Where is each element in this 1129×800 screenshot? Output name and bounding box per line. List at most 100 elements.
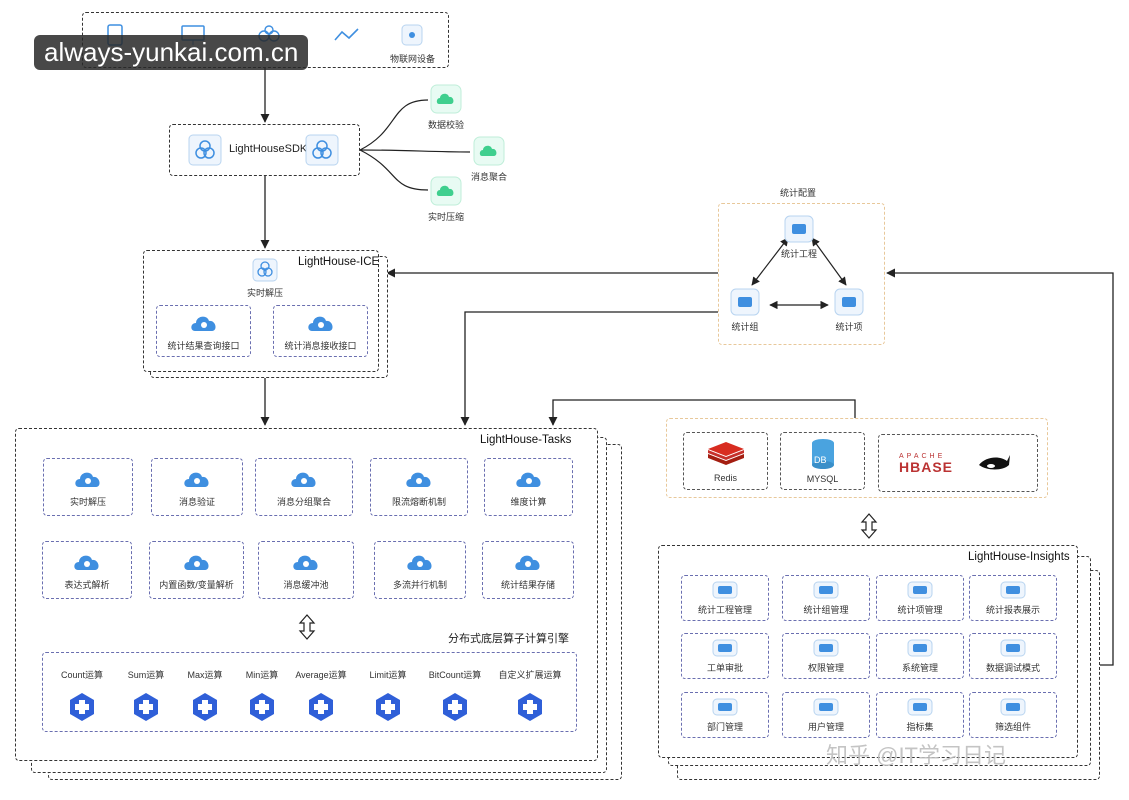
gear-cloud-icon [184,472,209,487]
task-label: 实时解压 [69,496,106,507]
gear-cloud-icon [307,316,333,331]
config-project: 统计工程 [772,215,826,260]
operator-label: Max运算 [187,670,223,680]
bidirectional-arrow-icon [298,614,316,640]
feature-aggregate: 消息聚合 [463,136,515,183]
gear-cloud-icon [291,472,316,487]
task-card: 消息验证 [151,458,243,516]
db-icon-text: DB [814,455,827,465]
storage-mysql: DB MYSQL [780,432,865,490]
task-label: 消息缓冲池 [283,579,329,590]
task-card: 多流并行机制 [374,541,466,599]
server-icon [907,581,933,598]
insights-card[interactable]: 系统管理 [876,633,964,679]
server-icon [712,639,738,656]
config-title: 统计配置 [780,188,817,198]
server-icon [813,581,839,598]
operator-label: BitCount运算 [428,670,482,680]
server-icon [907,639,933,656]
task-card: 内置函数/变量解析 [149,541,244,599]
redis-label: Redis [713,473,737,483]
leaf-cloud-icon [473,136,505,166]
feature-validate: 数据校验 [420,84,472,131]
server-icon [813,639,839,656]
orca-icon [979,455,1010,470]
gear-cloud-icon [74,555,99,570]
storage-hbase: APACHE HBASE [878,434,1038,492]
operator-hexagon-icon [443,693,467,721]
curve-sdk-validate [359,99,429,151]
insights-card[interactable]: 工单审批 [681,633,769,679]
insights-card[interactable]: 数据调试模式 [969,633,1057,679]
leaf-cloud-icon [430,84,462,114]
insights-card[interactable]: 指标集 [876,692,964,738]
gear-cloud-icon [75,472,100,487]
insights-card[interactable]: 筛选组件 [969,692,1057,738]
config-box [718,203,885,345]
insights-card-label: 用户管理 [807,721,844,732]
config-item: 统计项 [822,288,876,333]
gear-cloud-icon [515,555,540,570]
config-group-label: 统计组 [731,322,759,332]
arrow-insights-config [886,268,1114,666]
ice-title: LightHouse-ICE [298,256,380,268]
network-icon [334,28,359,41]
gear-cloud-icon [190,316,216,331]
operator-label: Limit运算 [369,670,407,680]
task-card: 维度计算 [484,458,573,516]
watermark-badge: always-yunkai.com.cn [34,35,309,70]
server-icon [1000,639,1026,656]
server-icon [712,581,738,598]
operator-hexagon-icon [134,693,158,721]
gear-cloud-icon [183,555,209,570]
operator-label: Sum运算 [127,670,165,680]
insights-card[interactable]: 用户管理 [782,692,870,738]
gear-cloud-icon [293,555,318,570]
server-icon [813,698,839,715]
task-card: 实时解压 [43,458,133,516]
server-icon [1000,698,1026,715]
insights-card[interactable]: 统计项管理 [876,575,964,621]
task-label: 统计结果存储 [500,579,555,590]
ice-query-api: 统计结果查询接口 [156,305,251,357]
sdk-label: LightHouseSDK [229,143,308,155]
task-card: 限流熔断机制 [370,458,468,516]
iot-label: 物联网设备 [390,54,436,64]
ice-decompress-label: 实时解压 [246,288,283,298]
server-icon [1000,581,1026,598]
task-card: 表达式解析 [42,541,132,599]
insights-card[interactable]: 统计组管理 [782,575,870,621]
insights-card[interactable]: 统计工程管理 [681,575,769,621]
leaf-cloud-icon [430,176,462,206]
redis-icon [707,442,744,465]
task-label: 消息验证 [178,496,215,507]
insights-card-label: 数据调试模式 [985,662,1040,673]
curve-sdk-aggregate [359,149,471,153]
feature-label: 消息聚合 [470,172,507,182]
task-label: 维度计算 [510,496,547,507]
insights-card-label: 统计工程管理 [697,604,752,615]
operator-hexagon-icon [518,693,542,721]
database-icon [811,439,834,469]
insights-card[interactable]: 部门管理 [681,692,769,738]
ice-receive-api: 统计消息接收接口 [273,305,368,357]
footer-watermark: 知乎 @IT学习日记 [826,743,1006,768]
gear-cloud-icon [515,472,541,487]
insights-card-label: 系统管理 [901,662,938,673]
sdk-right-icon [305,134,339,166]
task-label: 表达式解析 [64,579,110,590]
feature-label: 实时压缩 [427,212,464,222]
insights-card-label: 工单审批 [706,662,743,673]
operator-hexagon-icon [193,693,217,721]
ice-query-label: 统计结果查询接口 [167,340,240,351]
insights-card-label: 部门管理 [706,721,743,732]
operator-label: Count运算 [60,670,104,680]
insights-card-label: 权限管理 [807,662,844,673]
engine-title: 分布式底层算子计算引擎 [448,633,569,645]
operator-hexagon-icon [70,693,94,721]
server-icon [907,698,933,715]
insights-card[interactable]: 统计报表展示 [969,575,1057,621]
insights-card-label: 统计项管理 [897,604,943,615]
insights-card[interactable]: 权限管理 [782,633,870,679]
